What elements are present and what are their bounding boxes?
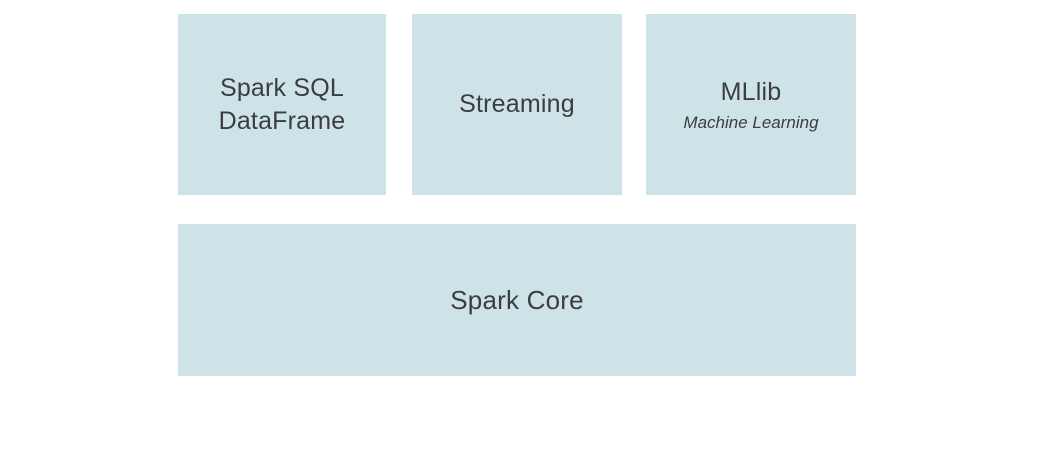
mllib-label: MLlib: [720, 78, 782, 106]
spark-core-label: Spark Core: [450, 284, 584, 315]
mllib-subtitle-label: Machine Learning: [683, 113, 819, 132]
streaming-box: Streaming: [412, 14, 622, 195]
streaming-label: Streaming: [459, 90, 575, 118]
mllib-box: MLlib Machine Learning: [646, 14, 856, 195]
spark-sql-label-line2: DataFrame: [218, 106, 346, 135]
spark-sql-dataframe-label: Spark SQL DataFrame: [219, 72, 346, 138]
spark-sql-dataframe-box: Spark SQL DataFrame: [178, 14, 386, 195]
spark-sql-label-line1: Spark SQL: [219, 73, 345, 102]
spark-core-box: Spark Core: [178, 224, 856, 376]
